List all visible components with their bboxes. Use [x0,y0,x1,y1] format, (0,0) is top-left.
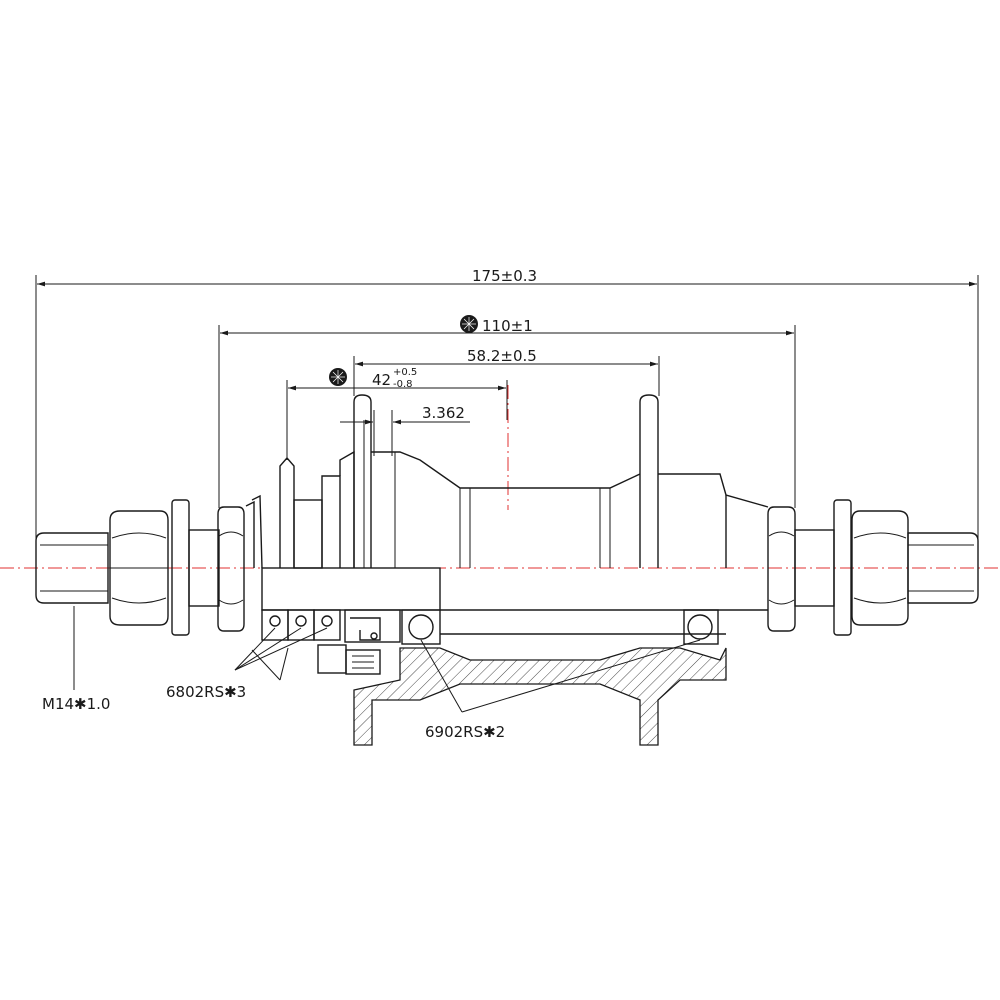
dimension-small-offset: 3.362 [340,404,470,456]
small-offset-label: 3.362 [422,404,465,422]
dimension-flange-spacing: 110±1 [218,315,796,508]
axle-left-end [35,532,109,604]
callout-driver-bearing: 6802RS✱3 [166,627,328,701]
pawl-mechanism [317,609,401,675]
flange-offset-upper-tol: +0.5 [393,367,417,378]
right-axle-nut [851,510,909,626]
reference-marker-icon [329,368,347,386]
right-locknut [767,506,796,632]
flange-spacing-label: 110±1 [482,317,533,335]
left-washer [171,499,220,636]
driver-bearing-set [261,609,341,641]
axle-thread-label: M14✱1.0 [42,695,110,713]
hub-bearing-label: 6902RS✱2 [425,723,505,741]
dimension-overall-length: 175±0.3 [35,267,979,540]
hub-bearing-right [683,609,719,645]
axle-right-end [907,532,979,604]
hub-body-label: 58.2±0.5 [467,347,537,365]
right-flange [639,394,769,568]
hub-shell [371,451,641,568]
driver-bearing-label: 6802RS✱3 [166,683,246,701]
left-axle-nut [109,510,169,626]
hub-section-hatched [353,647,727,746]
hub-bearing-left [401,609,441,645]
dimension-flange-offset: 42 +0.5 -0.8 [286,367,508,460]
overall-length-label: 175±0.3 [472,267,537,285]
callout-hub-bearing: 6902RS✱2 [420,639,701,741]
axle-sleeve [261,567,768,635]
reference-marker-icon [460,315,478,333]
left-locknut [217,506,245,632]
flange-offset-base: 42 [372,371,391,389]
flange-offset-lower-tol: -0.8 [393,379,413,390]
driver-body [245,450,355,569]
callout-axle-thread: M14✱1.0 [42,606,110,713]
left-flange [353,394,372,568]
